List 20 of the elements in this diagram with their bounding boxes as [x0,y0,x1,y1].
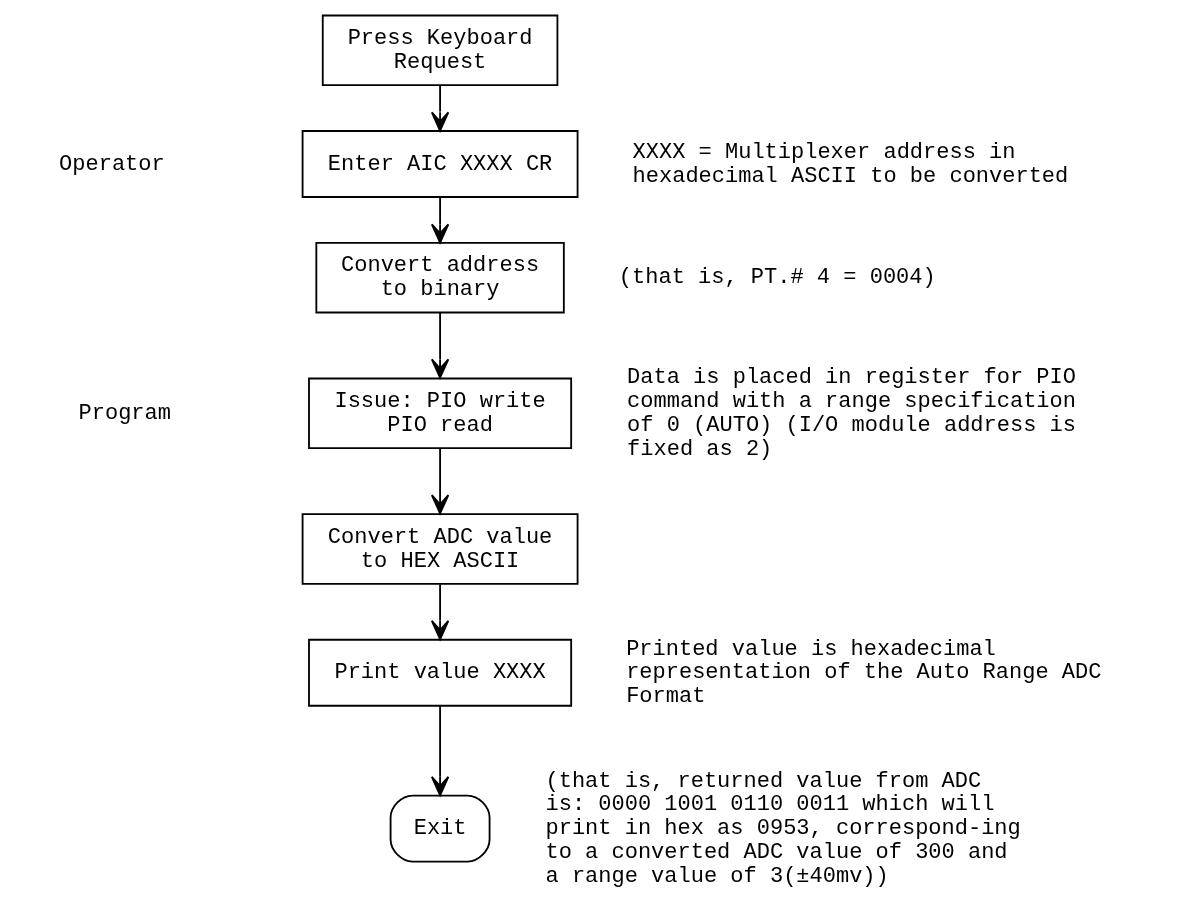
node-label: (that is, returned value from ADC is: 0000 1001 0110 0011 which will print in hex as 0953, correspond-ing to a converted ADC value of 300 and a range value of 3(±40mv)) [545,768,1021,889]
arrow [430,705,449,797]
arrow [430,196,449,244]
arrow [430,311,449,379]
node-label: XXXX = Multiplexer address in hexadecimal ASCII to be converted [632,139,1068,189]
node-label: Printed value is hexadecimal representation of the Auto Range ADC Format [625,636,1101,710]
node-box: Issue: PIO write PIO read [307,377,572,450]
arrow [430,447,449,515]
node-box: Press Keyboard Request [321,14,558,87]
label: Operator [58,151,165,177]
node-box: Convert ADC value to HEX ASCII [301,513,578,585]
node-box: Exit [389,794,490,863]
arrow [430,583,449,641]
node-label: (that is, PT.# 4 = 0004) [618,265,936,291]
arrow [430,84,449,132]
node-box: Convert address to binary [314,241,565,314]
node-box: Print value XXXX [307,638,572,707]
node-box: Enter AIC XXXX CR [301,130,578,198]
node-label: Data is placed in register for PIO command with a range specification of 0 (AUTO) (I/O module address is fixed as 2) [626,365,1076,462]
label: Program [78,401,171,427]
